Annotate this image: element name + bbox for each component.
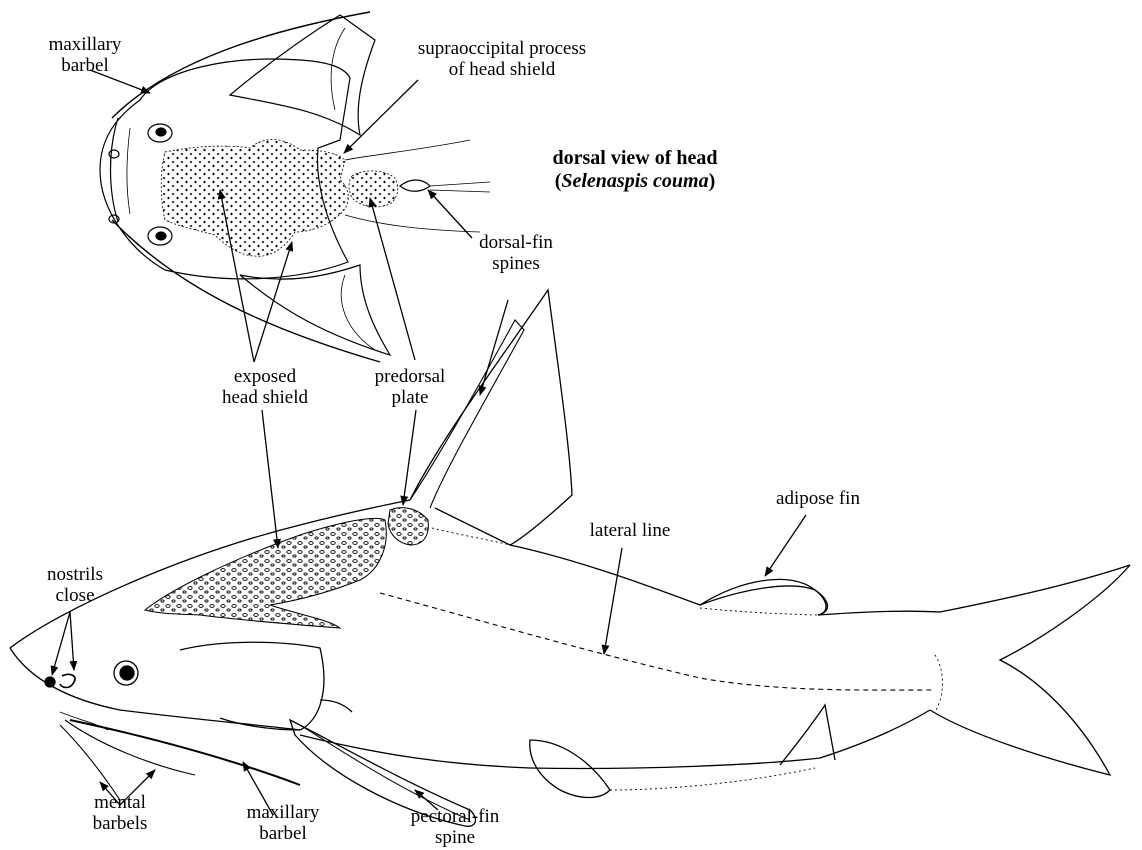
title-line1: dorsal view of head xyxy=(520,147,750,170)
label-pectoral-fin-spine: pectoral-fin spine xyxy=(390,806,520,848)
label-adipose-fin: adipose fin xyxy=(758,488,878,509)
arrow-exposed-head-shield-3 xyxy=(262,410,278,548)
dorsal-head-shield xyxy=(161,140,348,257)
label-nostrils-close: nostrils close xyxy=(30,564,120,606)
arrow-dorsal-fin-spine-lateral xyxy=(480,300,508,395)
maxillary-barbel-lateral xyxy=(70,720,300,785)
lateral-predorsal-plate xyxy=(388,508,428,545)
lateral-line-mark xyxy=(380,593,935,690)
label-dorsal-fin-spines: dorsal-fin spines xyxy=(456,232,576,274)
caudal-fin xyxy=(930,565,1130,775)
arrow-supraoccipital xyxy=(344,80,418,153)
label-supraoccipital: supraoccipital process of head shield xyxy=(382,38,622,80)
nostril-front xyxy=(45,677,55,687)
label-mental-barbels: mental barbels xyxy=(70,792,170,834)
lateral-body-view xyxy=(10,290,1130,826)
label-maxillary-barbel-bottom: maxillary barbel xyxy=(228,802,338,844)
title-line2: (Selenaspis couma) xyxy=(520,170,750,193)
label-predorsal-plate: predorsal plate xyxy=(355,366,465,408)
arrow-exposed-head-shield-2 xyxy=(254,242,292,362)
body-outline-lower xyxy=(10,648,300,730)
dorsal-snout xyxy=(111,118,119,222)
label-exposed-head-shield: exposed head shield xyxy=(200,366,330,408)
arrow-nostrils-2 xyxy=(70,612,74,670)
dorsal-fin xyxy=(410,290,572,545)
arrow-lateral-line xyxy=(604,548,622,654)
species-name: Selenaspis couma xyxy=(561,170,708,192)
arrow-adipose-fin xyxy=(765,515,806,576)
dorsal-predorsal-plate xyxy=(349,171,398,207)
adipose-fin-shape xyxy=(700,579,827,615)
label-maxillary-barbel-top: maxillary barbel xyxy=(30,34,140,76)
diagram-title: dorsal view of head (Selenaspis couma) xyxy=(520,147,750,193)
arrow-nostrils-1 xyxy=(52,612,70,675)
mental-barbel-2 xyxy=(65,720,195,775)
dorsal-fin-spine-base xyxy=(400,180,430,191)
arrow-predorsal-plate-top xyxy=(370,198,415,360)
opercle xyxy=(180,642,324,730)
dorsal-pectoral-fin-upper xyxy=(230,15,375,135)
label-lateral-line: lateral line xyxy=(570,520,690,541)
nostril-rear xyxy=(60,674,75,687)
